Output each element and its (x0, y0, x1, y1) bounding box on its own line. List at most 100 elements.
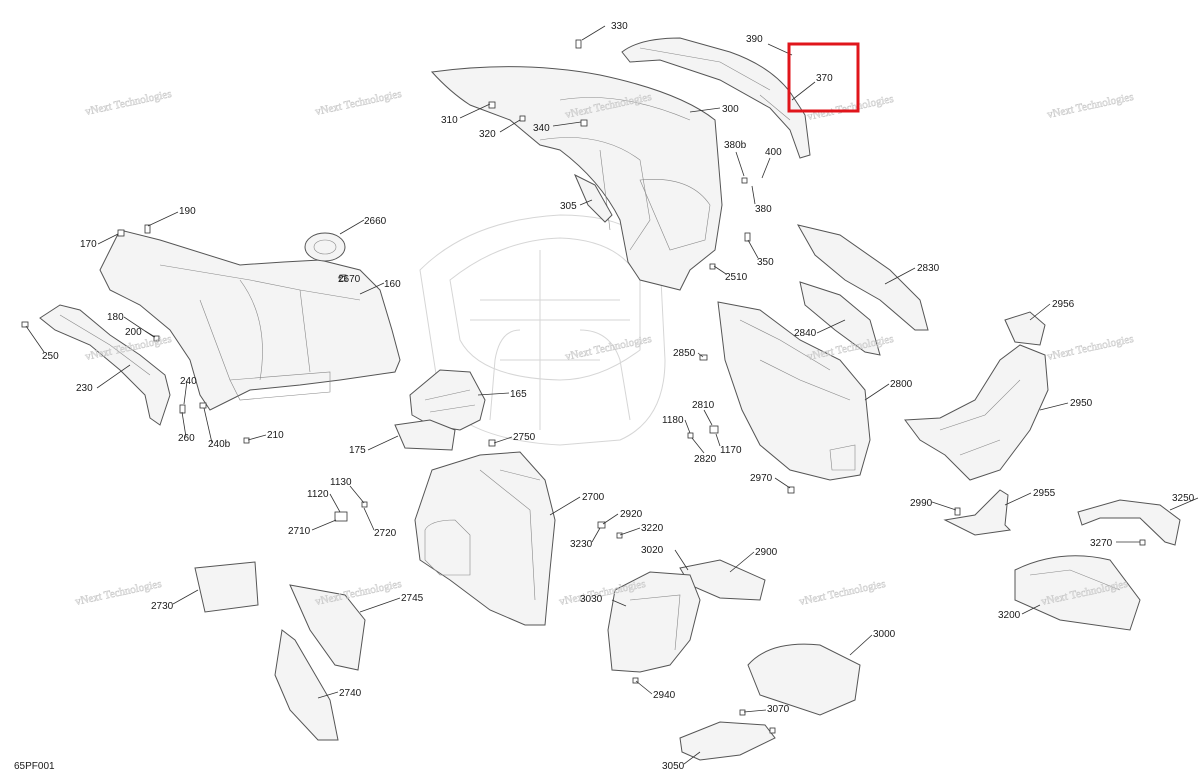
callout-1180: 1180 (662, 415, 684, 426)
callout-3020: 3020 (641, 545, 664, 556)
panel-2730-part (194, 561, 259, 613)
callout-210: 210 (267, 430, 284, 441)
console-side-2800-part (717, 301, 871, 481)
bracket-305-part (573, 173, 613, 223)
callout-260: 260 (178, 433, 195, 444)
callout-3070: 3070 (767, 704, 790, 715)
callout-180: 180 (107, 312, 124, 323)
callout-370: 370 (816, 73, 833, 84)
inner-bracket-165-part (409, 369, 486, 431)
panel-2745-part (289, 584, 366, 671)
ghost-console-outline (419, 214, 666, 446)
panel-2840-part (799, 281, 881, 356)
inner-bracket-175-part (394, 419, 456, 451)
callout-170: 170 (80, 239, 97, 250)
callout-labels: 330 390 370 300 310 320 340 380b 400 380… (42, 21, 1195, 772)
callout-380: 380 (755, 204, 772, 215)
callout-400: 400 (765, 147, 782, 158)
panel-2830-part (796, 224, 929, 331)
diagram-reference: 65PF001 (14, 761, 55, 772)
callout-2510: 2510 (725, 272, 748, 283)
leader-lines (25, 25, 1199, 765)
callout-230: 230 (76, 383, 93, 394)
callout-2710: 2710 (288, 526, 311, 537)
bracket-2950-part (904, 344, 1049, 481)
trim-3050-part (679, 721, 776, 761)
callout-2750: 2750 (513, 432, 536, 443)
callout-305: 305 (560, 201, 577, 212)
watermark-text: vNext Technologies (564, 333, 653, 363)
cover-3200-part (1014, 555, 1141, 631)
callout-160: 160 (384, 279, 401, 290)
callout-2810: 2810 (692, 400, 715, 411)
watermark-text: vNext Technologies (314, 88, 403, 118)
callout-1170: 1170 (720, 445, 742, 456)
callout-380b: 380b (724, 140, 747, 151)
watermark-text: vNext Technologies (806, 93, 895, 123)
callout-330: 330 (611, 21, 628, 32)
callout-2820: 2820 (694, 454, 717, 465)
callout-3220: 3220 (641, 523, 664, 534)
callout-2900: 2900 (755, 547, 778, 558)
callout-1130: 1130 (330, 477, 352, 488)
callout-2745: 2745 (401, 593, 424, 604)
callout-390: 390 (746, 34, 763, 45)
callout-2720: 2720 (374, 528, 397, 539)
callout-2955: 2955 (1033, 488, 1056, 499)
callout-165: 165 (510, 389, 527, 400)
callout-240b: 240b (208, 439, 231, 450)
callout-2730: 2730 (151, 601, 174, 612)
part-2956 (1004, 311, 1046, 346)
callout-3200: 3200 (998, 610, 1021, 621)
callout-2950: 2950 (1070, 398, 1093, 409)
part-2955 (943, 489, 1012, 536)
console-side-2700-part (414, 451, 556, 626)
callout-3000: 3000 (873, 629, 896, 640)
callout-3230: 3230 (570, 539, 593, 550)
panel-2740-part (274, 629, 339, 741)
callout-2840: 2840 (794, 328, 817, 339)
watermark-text: vNext Technologies (74, 578, 163, 608)
watermark-text: vNext Technologies (84, 88, 173, 118)
watermark-text: vNext Technologies (1046, 333, 1135, 363)
callout-2990: 2990 (910, 498, 933, 509)
callout-175: 175 (349, 445, 366, 456)
callout-2800: 2800 (890, 379, 913, 390)
round-vent-2660-part (304, 232, 346, 262)
left-grab-handle-230-part (39, 304, 171, 426)
callout-2850: 2850 (673, 348, 696, 359)
callout-310: 310 (441, 115, 458, 126)
callout-2956: 2956 (1052, 299, 1075, 310)
callout-370-highlight-box (787, 42, 860, 113)
left-dash-side-panel-part (99, 229, 401, 411)
watermark-text: vNext Technologies (1046, 91, 1135, 121)
callout-190: 190 (179, 206, 196, 217)
callout-2740: 2740 (339, 688, 362, 699)
callout-3250: 3250 (1172, 493, 1195, 504)
callout-320: 320 (479, 129, 496, 140)
box-3000-part (747, 643, 861, 716)
callout-1120: 1120 (307, 489, 329, 500)
callout-2830: 2830 (917, 263, 940, 274)
callout-3270: 3270 (1090, 538, 1113, 549)
hardware-fasteners (21, 39, 1146, 734)
callout-350: 350 (757, 257, 774, 268)
callout-250: 250 (42, 351, 59, 362)
callout-2670: 2670 (338, 274, 361, 285)
callout-340: 340 (533, 123, 550, 134)
callout-2660: 2660 (364, 216, 387, 227)
callout-2970: 2970 (750, 473, 773, 484)
callout-2920: 2920 (620, 509, 643, 520)
watermark-text: vNext Technologies (798, 578, 887, 608)
callout-240: 240 (180, 376, 197, 387)
callout-2700: 2700 (582, 492, 605, 503)
callout-200: 200 (125, 327, 142, 338)
side-trim-handle-part (621, 37, 811, 159)
callout-3030: 3030 (580, 594, 603, 605)
callout-3050: 3050 (662, 761, 685, 772)
handle-3250-part (1077, 499, 1181, 546)
part-3030 (607, 571, 701, 673)
callout-300: 300 (722, 104, 739, 115)
watermark-text: vNext Technologies (314, 578, 403, 608)
